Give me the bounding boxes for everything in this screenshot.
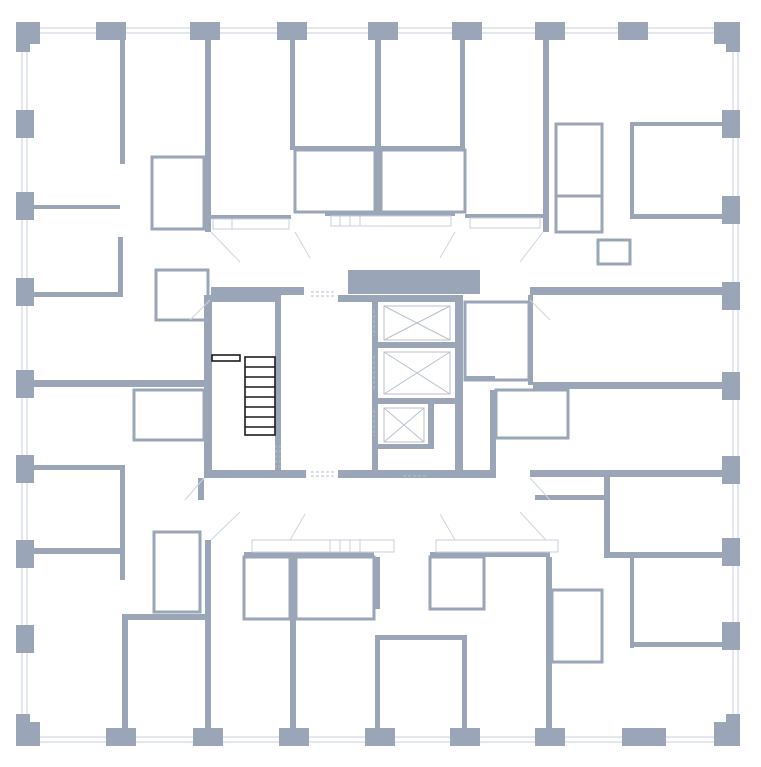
north-partition-walls [34, 36, 726, 387]
north-kitchen-counters [212, 215, 541, 230]
central-core [204, 295, 496, 478]
staircase [211, 354, 276, 436]
south-partition-walls [205, 540, 604, 728]
east-partition-walls [463, 295, 722, 648]
door-swings [184, 231, 551, 541]
exterior-columns [16, 22, 740, 746]
south-kitchen-counters [251, 539, 559, 553]
core-doors [275, 291, 428, 477]
west-partition-walls [34, 388, 210, 728]
elevator-shafts [383, 305, 451, 443]
